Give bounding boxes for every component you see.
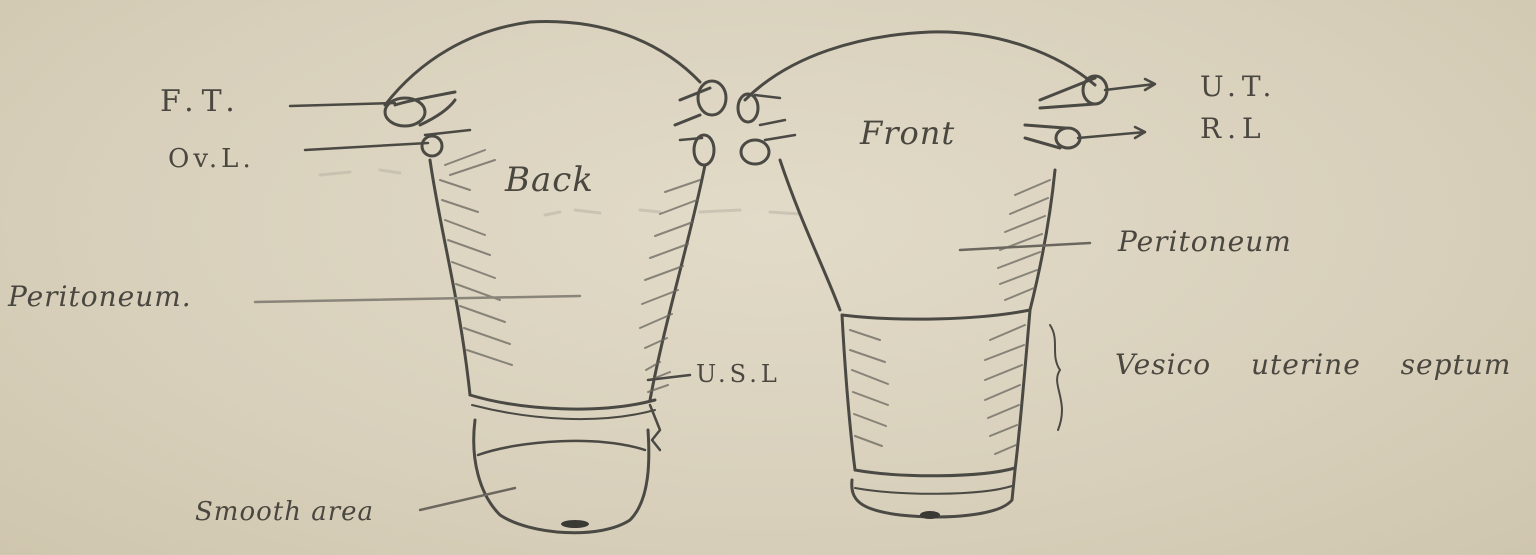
label-back: Back [505,160,594,200]
front-view-uterus [738,32,1107,519]
leader-smooth-area [420,488,515,510]
label-ut: U.T. [1200,70,1277,103]
leader-peritoneum-left [255,296,580,302]
label-ft: F.T. [160,84,243,119]
label-peritoneum-left: Peritoneum. [8,280,192,313]
external-os [561,520,589,528]
label-smooth-area: Smooth area [195,497,374,527]
label-front: Front [860,114,955,152]
arrow-rl [1078,127,1145,138]
round-ligament-stub-right [1056,128,1080,148]
septum-brace [1050,325,1062,430]
leader-ovl [305,143,428,150]
label-vesico-uterine-septum: Vesico uterine septum [1115,348,1511,381]
label-usl: U.S.L [696,360,781,388]
label-peritoneum-right: Peritoneum [1118,225,1292,258]
label-rl: R.L [1200,112,1267,145]
leader-peritoneum-right [960,243,1090,250]
arrow-ut [1105,79,1155,90]
label-ovl: Ov.L. [168,144,255,174]
ovarian-ligament-stub-left [422,136,442,156]
back-view-uterus [385,22,726,533]
leader-ft [290,103,395,106]
